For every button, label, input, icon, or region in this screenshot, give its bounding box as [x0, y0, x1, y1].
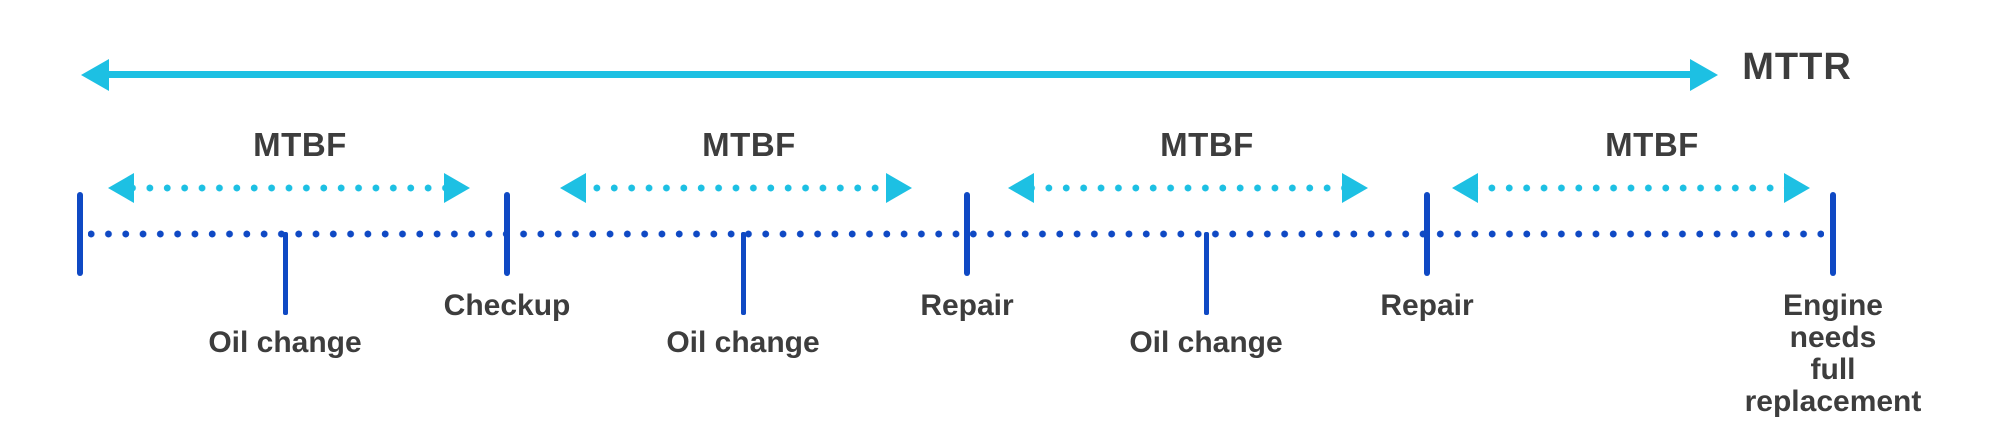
mtbf-arrow-left-head-icon: [560, 173, 586, 203]
timeline-minor-tick: [1204, 232, 1209, 315]
timeline-minor-tick: [283, 232, 288, 315]
timeline-major-tick: [1424, 192, 1430, 276]
event-label: Checkup: [443, 289, 571, 322]
event-label: Oil change: [666, 326, 820, 359]
mtbf-label: MTBF: [1160, 126, 1254, 163]
mtbf-arrow-dotted-line: [584, 184, 888, 192]
timeline-major-tick: [964, 192, 970, 276]
event-label: Repair: [920, 289, 1014, 322]
mttr-arrow-right-head-icon: [1690, 59, 1718, 91]
mtbf-label: MTBF: [1605, 126, 1699, 163]
mtbf-arrow-dotted-line: [1476, 184, 1786, 192]
mtbf-arrow-left-head-icon: [1008, 173, 1034, 203]
mttr-label: MTTR: [1742, 46, 1852, 88]
event-label: Repair: [1380, 289, 1474, 322]
event-label: Oil change: [1129, 326, 1283, 359]
mtbf-arrow-dotted-line: [132, 184, 446, 192]
timeline-minor-tick: [741, 232, 746, 315]
mtbf-arrow-dotted-line: [1032, 184, 1344, 192]
event-label: Oil change: [208, 326, 362, 359]
timeline-major-tick: [504, 192, 510, 276]
mtbf-arrow-right-head-icon: [1784, 173, 1810, 203]
mttr-arrow-line: [104, 71, 1694, 78]
mtbf-arrow-right-head-icon: [886, 173, 912, 203]
mtbf-label: MTBF: [253, 126, 347, 163]
mtbf-arrow-right-head-icon: [444, 173, 470, 203]
mtbf-arrow-right-head-icon: [1342, 173, 1368, 203]
mtbf-arrow-left-head-icon: [108, 173, 134, 203]
event-label: Engine needs full replacement: [1744, 289, 1922, 418]
mtbf-arrow-left-head-icon: [1452, 173, 1478, 203]
timeline-dotted-line: [88, 230, 1824, 238]
timeline-major-tick: [77, 192, 83, 276]
mtbf-label: MTBF: [702, 126, 796, 163]
timeline-major-tick: [1830, 192, 1836, 276]
